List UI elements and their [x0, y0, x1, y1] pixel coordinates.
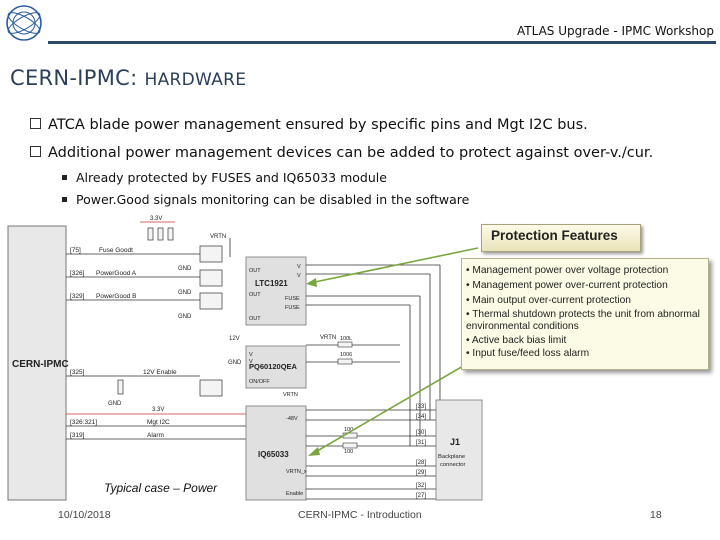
ltc1921-chip: [245, 256, 307, 326]
callout-arrowhead: [306, 278, 317, 287]
protection-title: Protection Features: [491, 228, 618, 243]
signal-label: 12V Enable: [143, 369, 177, 376]
chip-pin: OUT: [249, 268, 261, 274]
chip-pin: V: [249, 359, 253, 365]
protection-item: • Active back bias limit: [466, 335, 567, 346]
pin-label: [75]: [70, 247, 81, 254]
rail-label: 3.3V: [150, 216, 162, 222]
checkbox-bullet-icon: [30, 118, 41, 129]
callout-arrow: [311, 361, 471, 455]
resistor-label: 1006: [340, 352, 352, 358]
ltc1921-label: LTC1921: [255, 279, 288, 288]
checkbox-bullet-icon: [30, 146, 41, 157]
iq-label: IQ65033: [258, 450, 289, 459]
bullet-1: ATCA blade power management ensured by s…: [30, 117, 588, 133]
footer-date: 10/10/2018: [58, 509, 111, 521]
header-rule: [48, 41, 716, 44]
gnd-label: GND: [178, 266, 192, 272]
slide-title: CERN-IPMC: HARDWARE: [10, 66, 246, 90]
callout-arrow: [309, 247, 479, 284]
cern-ipmc-block: [7, 225, 67, 501]
j1-sublabel: Backplane: [438, 454, 465, 460]
conn-pin: [30]: [416, 430, 426, 436]
protection-item: environmental conditions: [466, 321, 579, 332]
signal-label: Mgt I2C: [147, 419, 170, 426]
chip-pin: V: [297, 273, 301, 279]
header-title: ATLAS Upgrade - IPMC Workshop: [517, 24, 714, 38]
vrtn-label: VRTN: [283, 392, 298, 398]
protection-item: • Management power over-current protecti…: [466, 280, 668, 291]
conn-pin: [33]: [416, 404, 426, 410]
power-schematic: CERN-IPMC [75] [326] [329] [325] [326:32…: [7, 216, 483, 501]
slide-title-main: CERN-IPMC:: [10, 66, 145, 90]
cern-logo: [6, 5, 42, 41]
bullet-2: Additional power management devices can …: [30, 145, 653, 161]
square-bullet-icon: [62, 197, 67, 202]
pq60120qea-chip: [245, 345, 307, 389]
conn-pin: [32]: [416, 483, 426, 489]
pin-label: [326]: [70, 270, 85, 277]
resistor-label: 100: [344, 427, 353, 433]
resistor-label: 100L: [340, 336, 352, 342]
sub-bullet-2-text: Power.Good signals monitoring can be dis…: [76, 192, 470, 207]
pin-label: [326:321]: [70, 419, 97, 426]
protection-item: • Main output over-current protection: [466, 295, 631, 306]
chip-pin: OUT: [249, 316, 261, 322]
chip-pin: ON/OFF: [249, 379, 270, 385]
j1-label: J1: [450, 437, 460, 447]
resistor-label: 100: [344, 449, 353, 455]
footer-title: CERN-IPMC - Introduction: [298, 509, 422, 521]
page-number: 18: [650, 509, 662, 521]
conn-pin: [28]: [416, 460, 426, 466]
square-bullet-icon: [62, 175, 67, 180]
signal-label: Fuse Goodt: [99, 247, 133, 254]
conn-pin: [34]: [416, 414, 426, 420]
sub-bullet-2: Power.Good signals monitoring can be dis…: [62, 192, 469, 207]
signal-label: PowerGood B: [96, 293, 136, 300]
gnd-label: GND: [178, 290, 192, 296]
sub-bullet-1-text: Already protected by FUSES and IQ65033 m…: [76, 170, 387, 185]
v12-label: 12V: [229, 336, 240, 342]
chip-pin: -48V: [286, 416, 298, 422]
vrtn-label: VRTN: [320, 335, 336, 341]
pin-label: [325]: [70, 369, 85, 376]
sub-bullet-1: Already protected by FUSES and IQ65033 m…: [62, 170, 387, 185]
conn-pin: [29]: [416, 470, 426, 476]
vrtn-label: VRTN: [210, 234, 226, 240]
bullet-1-text: ATCA blade power management ensured by s…: [48, 117, 588, 133]
iq65033-chip: [245, 405, 307, 501]
bullet-2-text: Additional power management devices can …: [48, 145, 654, 161]
protection-item: • Management power over voltage protecti…: [466, 265, 669, 276]
protection-list-box: [461, 258, 709, 370]
pin-label: [329]: [70, 293, 85, 300]
chip-pin: Enable: [286, 491, 303, 497]
figure-caption: Typical case – Power: [104, 481, 218, 495]
gnd-label: GND: [178, 314, 192, 320]
j1-connector: [435, 399, 483, 501]
pin-label: [319]: [70, 432, 85, 439]
slide-title-sub: HARDWARE: [144, 70, 247, 90]
callout-arrowhead: [308, 447, 320, 456]
chip-pin: VRTN_x: [286, 469, 307, 475]
conn-pin: [27]: [416, 493, 426, 499]
chip-pin: FUSE: [285, 296, 300, 302]
chip-pin: OUT: [249, 292, 261, 298]
chip-pin: V: [297, 264, 301, 270]
protection-title-box: [481, 224, 641, 252]
pq-label: PQ60120QEA: [249, 362, 298, 371]
chip-pin: FUSE: [285, 305, 300, 311]
gnd-label: GND: [228, 360, 242, 366]
gnd-label: GND: [108, 401, 122, 407]
cern-ipmc-label: CERN-IPMC: [12, 359, 69, 370]
chip-pin: V: [249, 352, 253, 358]
j1-sublabel: connector: [440, 462, 466, 468]
protection-item: • Input fuse/feed loss alarm: [466, 348, 590, 359]
signal-label: PowerGood A: [96, 270, 137, 277]
rail-label: 3.3V: [152, 407, 164, 413]
signal-label: Alarm: [147, 432, 164, 439]
protection-item: • Thermal shutdown protects the unit fro…: [466, 309, 700, 320]
conn-pin: [31]: [416, 440, 426, 446]
